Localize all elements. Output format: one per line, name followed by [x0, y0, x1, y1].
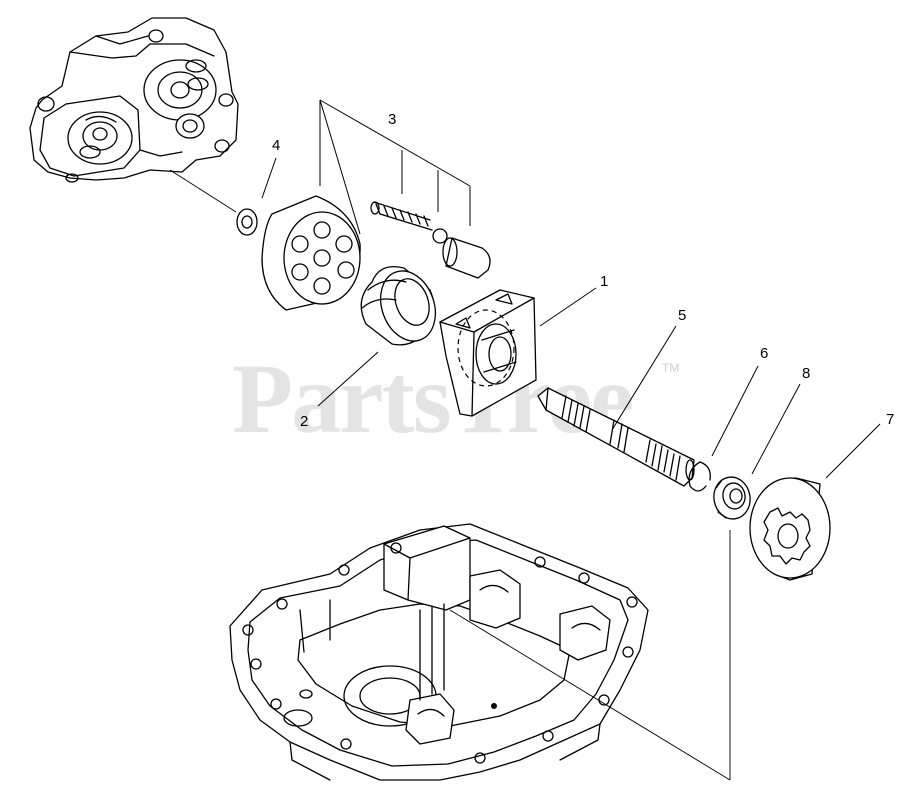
- part-2-bearing-ring: [360, 265, 437, 346]
- callout-5: 5: [678, 307, 686, 324]
- centerline-lower: [449, 609, 731, 781]
- part-5-shaft: [537, 387, 695, 487]
- part-3-piston: [442, 237, 491, 279]
- part-1-swashplate: [439, 289, 537, 417]
- lower-housing: [229, 523, 649, 781]
- callout-2-leader: [317, 351, 379, 407]
- part-6-snap-ring: [688, 461, 711, 492]
- callout-5-leader: [611, 325, 677, 431]
- callout-4: 4: [272, 137, 280, 154]
- callout-3: 3: [388, 111, 396, 128]
- callout-6-leader: [711, 365, 759, 457]
- callout-7-leader: [825, 423, 881, 479]
- callout-3-leader: [319, 99, 471, 235]
- watermark: PartsTree: [232, 343, 632, 454]
- callout-4-leader: [261, 157, 277, 199]
- part-3-spring: [370, 201, 433, 231]
- upper-housing: [29, 17, 239, 183]
- watermark-trademark: TM: [662, 361, 679, 375]
- callout-6: 6: [760, 345, 768, 362]
- callout-1: 1: [600, 273, 608, 290]
- callout-2: 2: [300, 413, 308, 430]
- centerline-upper: [169, 169, 237, 213]
- part-8-bearing: [713, 476, 751, 520]
- callout-8: 8: [802, 365, 810, 382]
- callout-1-leader: [539, 287, 597, 327]
- part-4-washer: [236, 208, 258, 236]
- callout-8-leader: [751, 383, 801, 475]
- callout-7: 7: [886, 411, 894, 428]
- part-7-gear: [749, 477, 831, 581]
- part-3-ball: [432, 228, 448, 244]
- part-3-cylinder-block: [261, 195, 361, 311]
